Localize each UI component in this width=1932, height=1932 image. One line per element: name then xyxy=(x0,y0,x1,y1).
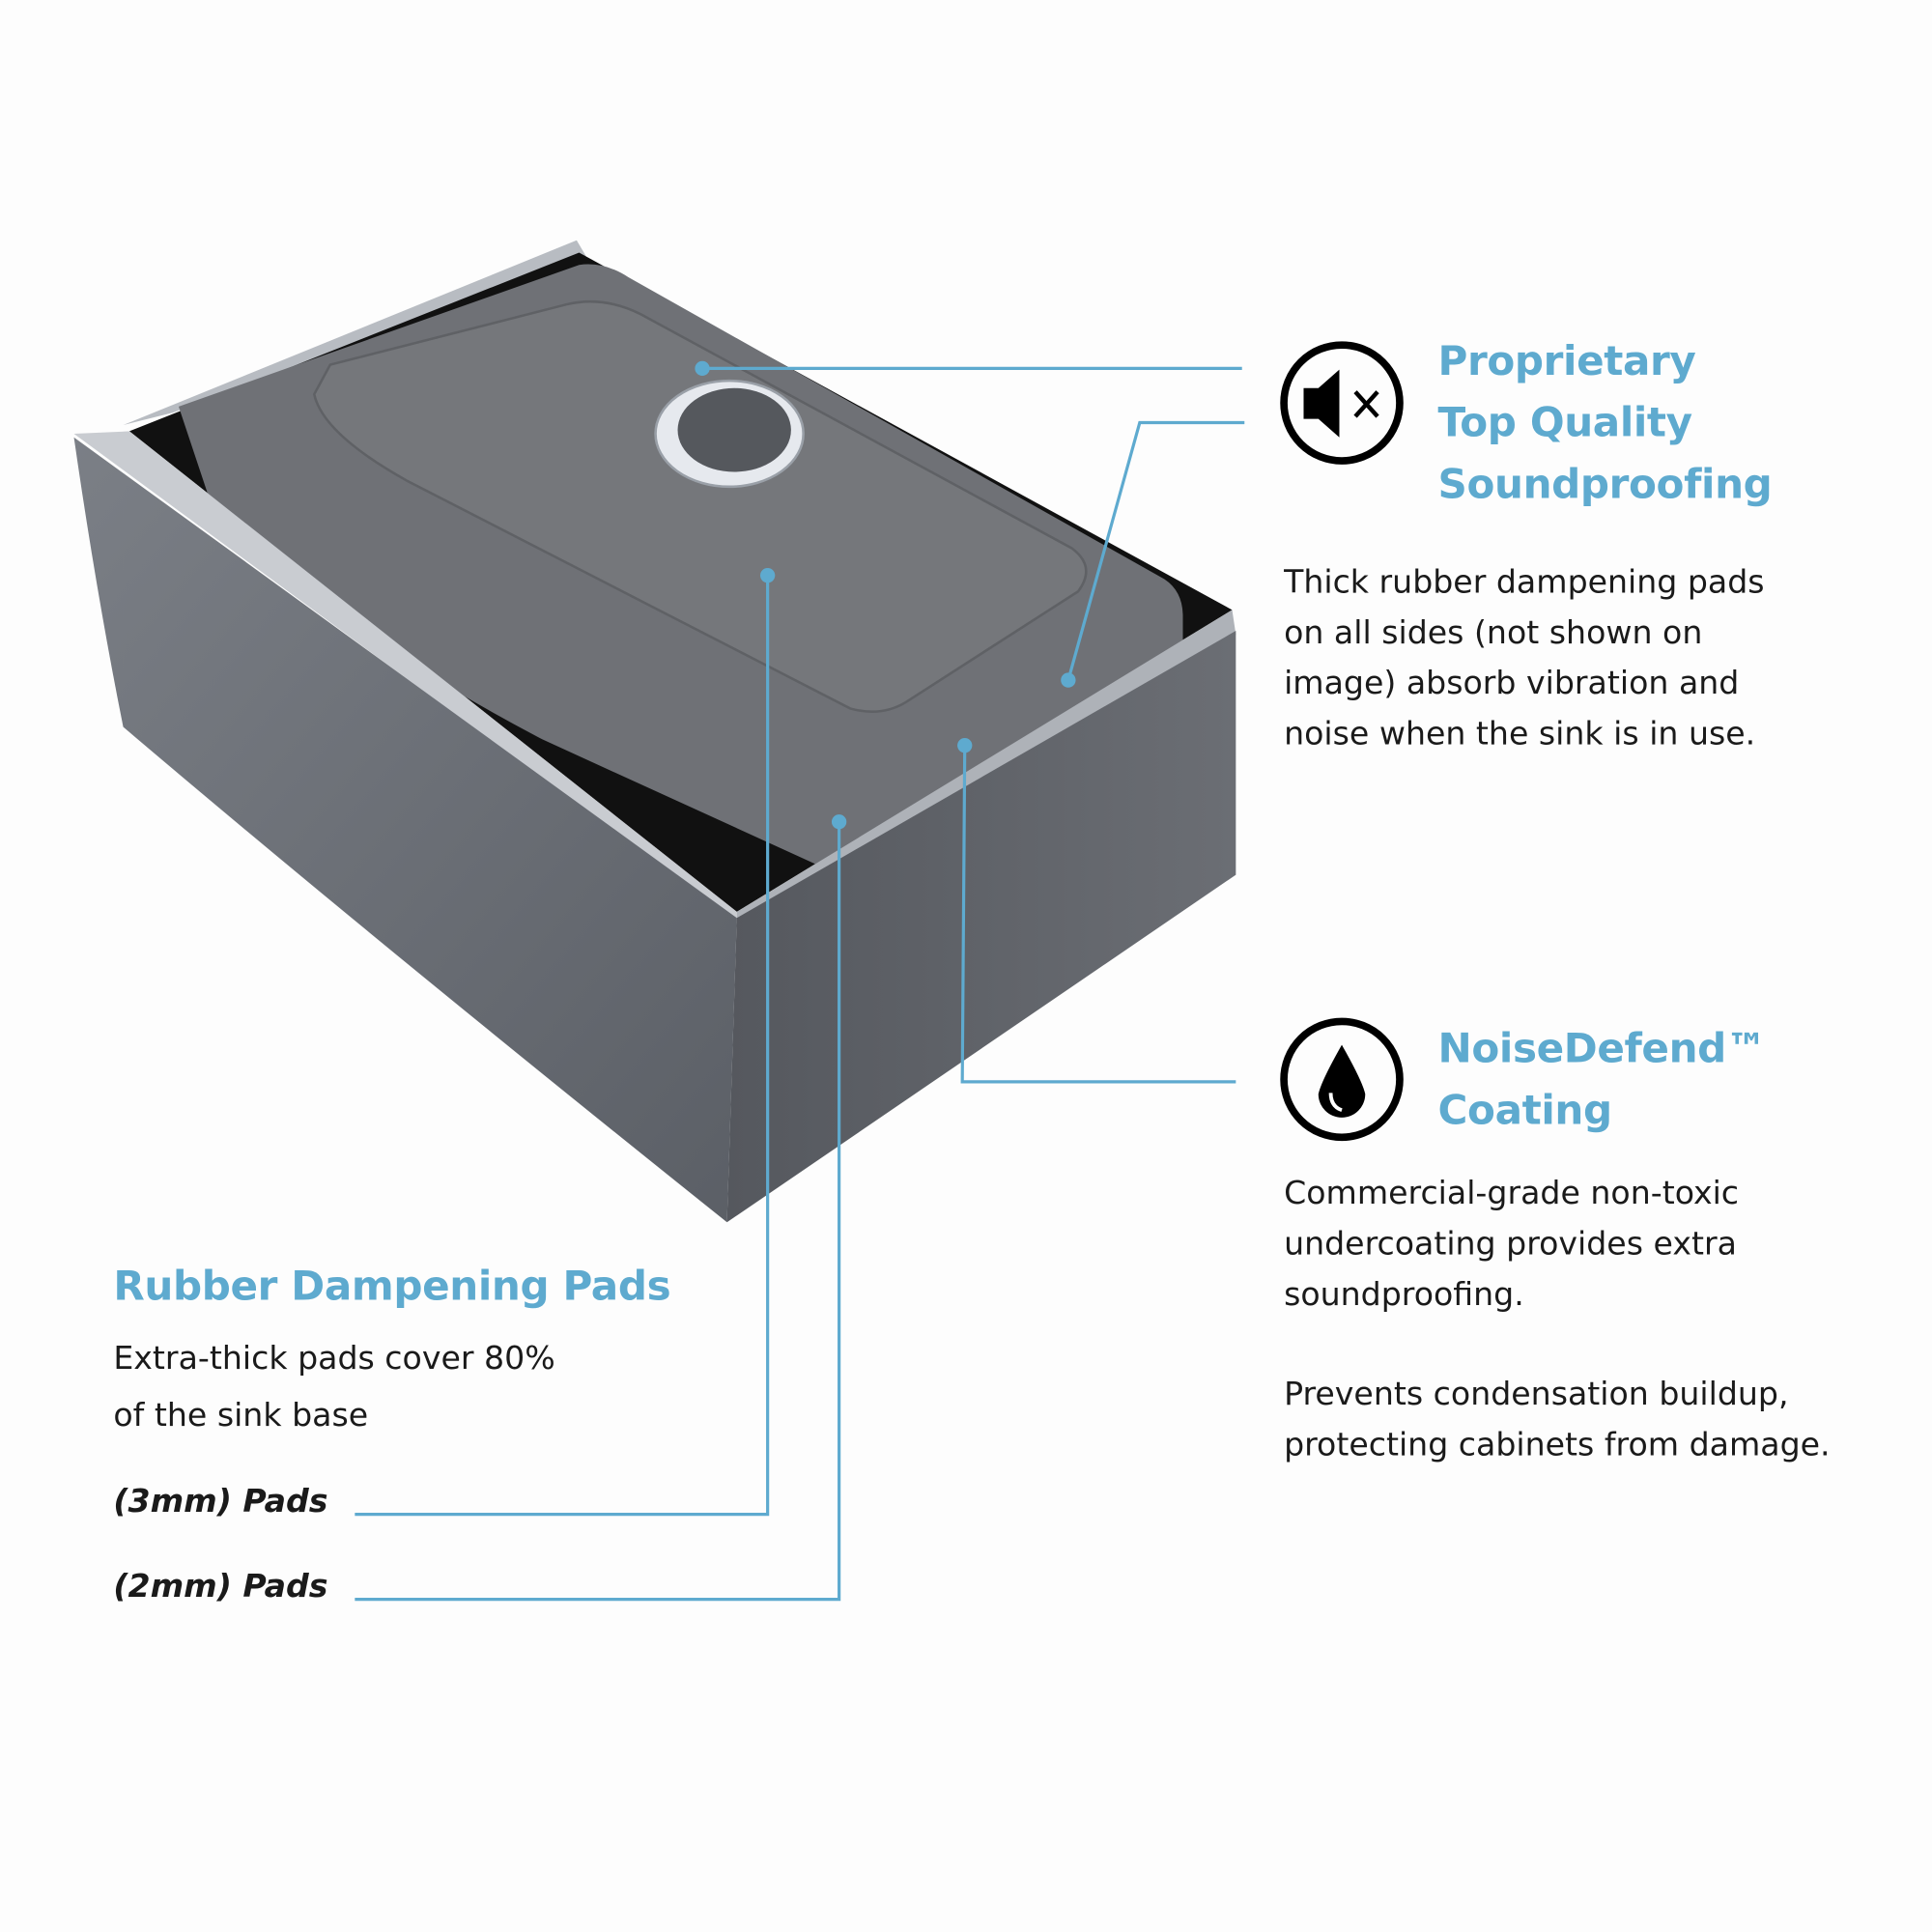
body-line: of the sink base xyxy=(113,1397,369,1435)
callout-line-side-pads xyxy=(1066,420,1245,681)
pad-2mm-label: (2mm) Pads xyxy=(113,1568,328,1605)
body-line: on all sides (not shown on xyxy=(1284,614,1703,652)
callout-dot xyxy=(957,738,973,753)
callout-line-2mm xyxy=(355,821,841,1602)
pads-description: Extra-thick pads cover 80% of the sink b… xyxy=(113,1331,554,1444)
callout-line-coating xyxy=(960,745,1236,1084)
callout-dot xyxy=(759,568,776,583)
title-line: Top Quality xyxy=(1437,397,1693,446)
pads-title: Rubber Dampening Pads xyxy=(113,1262,671,1310)
drain-hole xyxy=(677,387,791,472)
callout-dot xyxy=(1061,672,1076,688)
rubber-pad-top xyxy=(312,299,1088,713)
soundproofing-description: Thick rubber dampening pads on all sides… xyxy=(1284,558,1764,760)
sink-apron-front xyxy=(73,437,737,1223)
soundproofing-title: Proprietary Top Quality Soundproofing xyxy=(1438,330,1773,515)
title-line: Coating xyxy=(1437,1085,1613,1134)
body-line: Prevents condensation buildup, xyxy=(1284,1376,1789,1414)
body-line: Thick rubber dampening pads xyxy=(1284,564,1765,602)
pad-3mm-label: (3mm) Pads xyxy=(113,1483,328,1520)
body-line: Extra-thick pads cover 80% xyxy=(113,1340,555,1378)
title-line: Proprietary xyxy=(1437,336,1696,384)
callout-line-3mm xyxy=(355,575,770,1517)
callout-dot xyxy=(831,814,847,830)
body-line: soundproofing. xyxy=(1284,1276,1524,1314)
body-line: undercoating provides extra xyxy=(1284,1226,1737,1264)
callout-dot xyxy=(695,360,710,377)
coating-description: Commercial-grade non-toxic undercoating … xyxy=(1284,1169,1739,1321)
coating-condensation-note: Prevents condensation buildup, protectin… xyxy=(1284,1370,1831,1471)
sink-side xyxy=(726,631,1236,1223)
body-line: image) absorb vibration and xyxy=(1284,665,1740,703)
water-drop-icon xyxy=(1280,1017,1404,1142)
body-line: protecting cabinets from damage. xyxy=(1284,1427,1831,1464)
body-line: Commercial-grade non-toxic xyxy=(1284,1175,1740,1213)
speaker-mute-icon xyxy=(1280,341,1404,465)
title-line: NoiseDefend™ xyxy=(1437,1023,1768,1072)
sink-back-rim xyxy=(123,240,589,426)
title-line: Soundproofing xyxy=(1437,459,1773,508)
sink-rim-right xyxy=(736,610,1236,923)
coating-title: NoiseDefend™ Coating xyxy=(1437,1018,1768,1142)
body-line: noise when the sink is in use. xyxy=(1284,716,1756,753)
